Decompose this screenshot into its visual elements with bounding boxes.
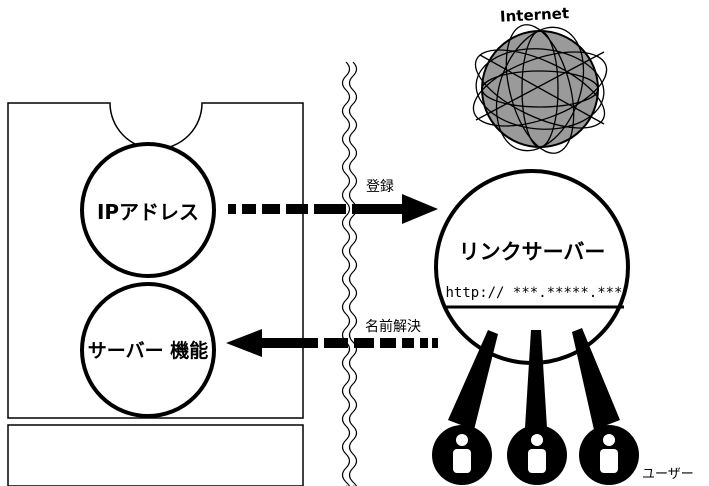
user-connections [448,328,620,430]
globe-icon [472,24,608,154]
resolve-label: 名前解決 [364,316,422,336]
ip-address-label: IPアドレス [96,200,200,224]
resolve-arrow [226,329,438,357]
link-server-url: http:// ***.*****.*** [445,285,623,301]
ip-address-circle [80,142,216,278]
user-icon [507,425,567,485]
server-base [7,424,304,486]
user-icon [579,425,639,485]
register-label: 登録 [365,176,395,196]
users-label: ユーザー [642,467,694,482]
server-function-circle [80,282,216,418]
server-function-label: サーバー 機能 [87,340,209,362]
network-boundary [341,61,358,486]
register-arrow [228,194,438,224]
link-server-title: リンクサーバー [458,240,606,264]
internet-label: Internet [499,4,570,26]
user-icon [432,425,492,485]
